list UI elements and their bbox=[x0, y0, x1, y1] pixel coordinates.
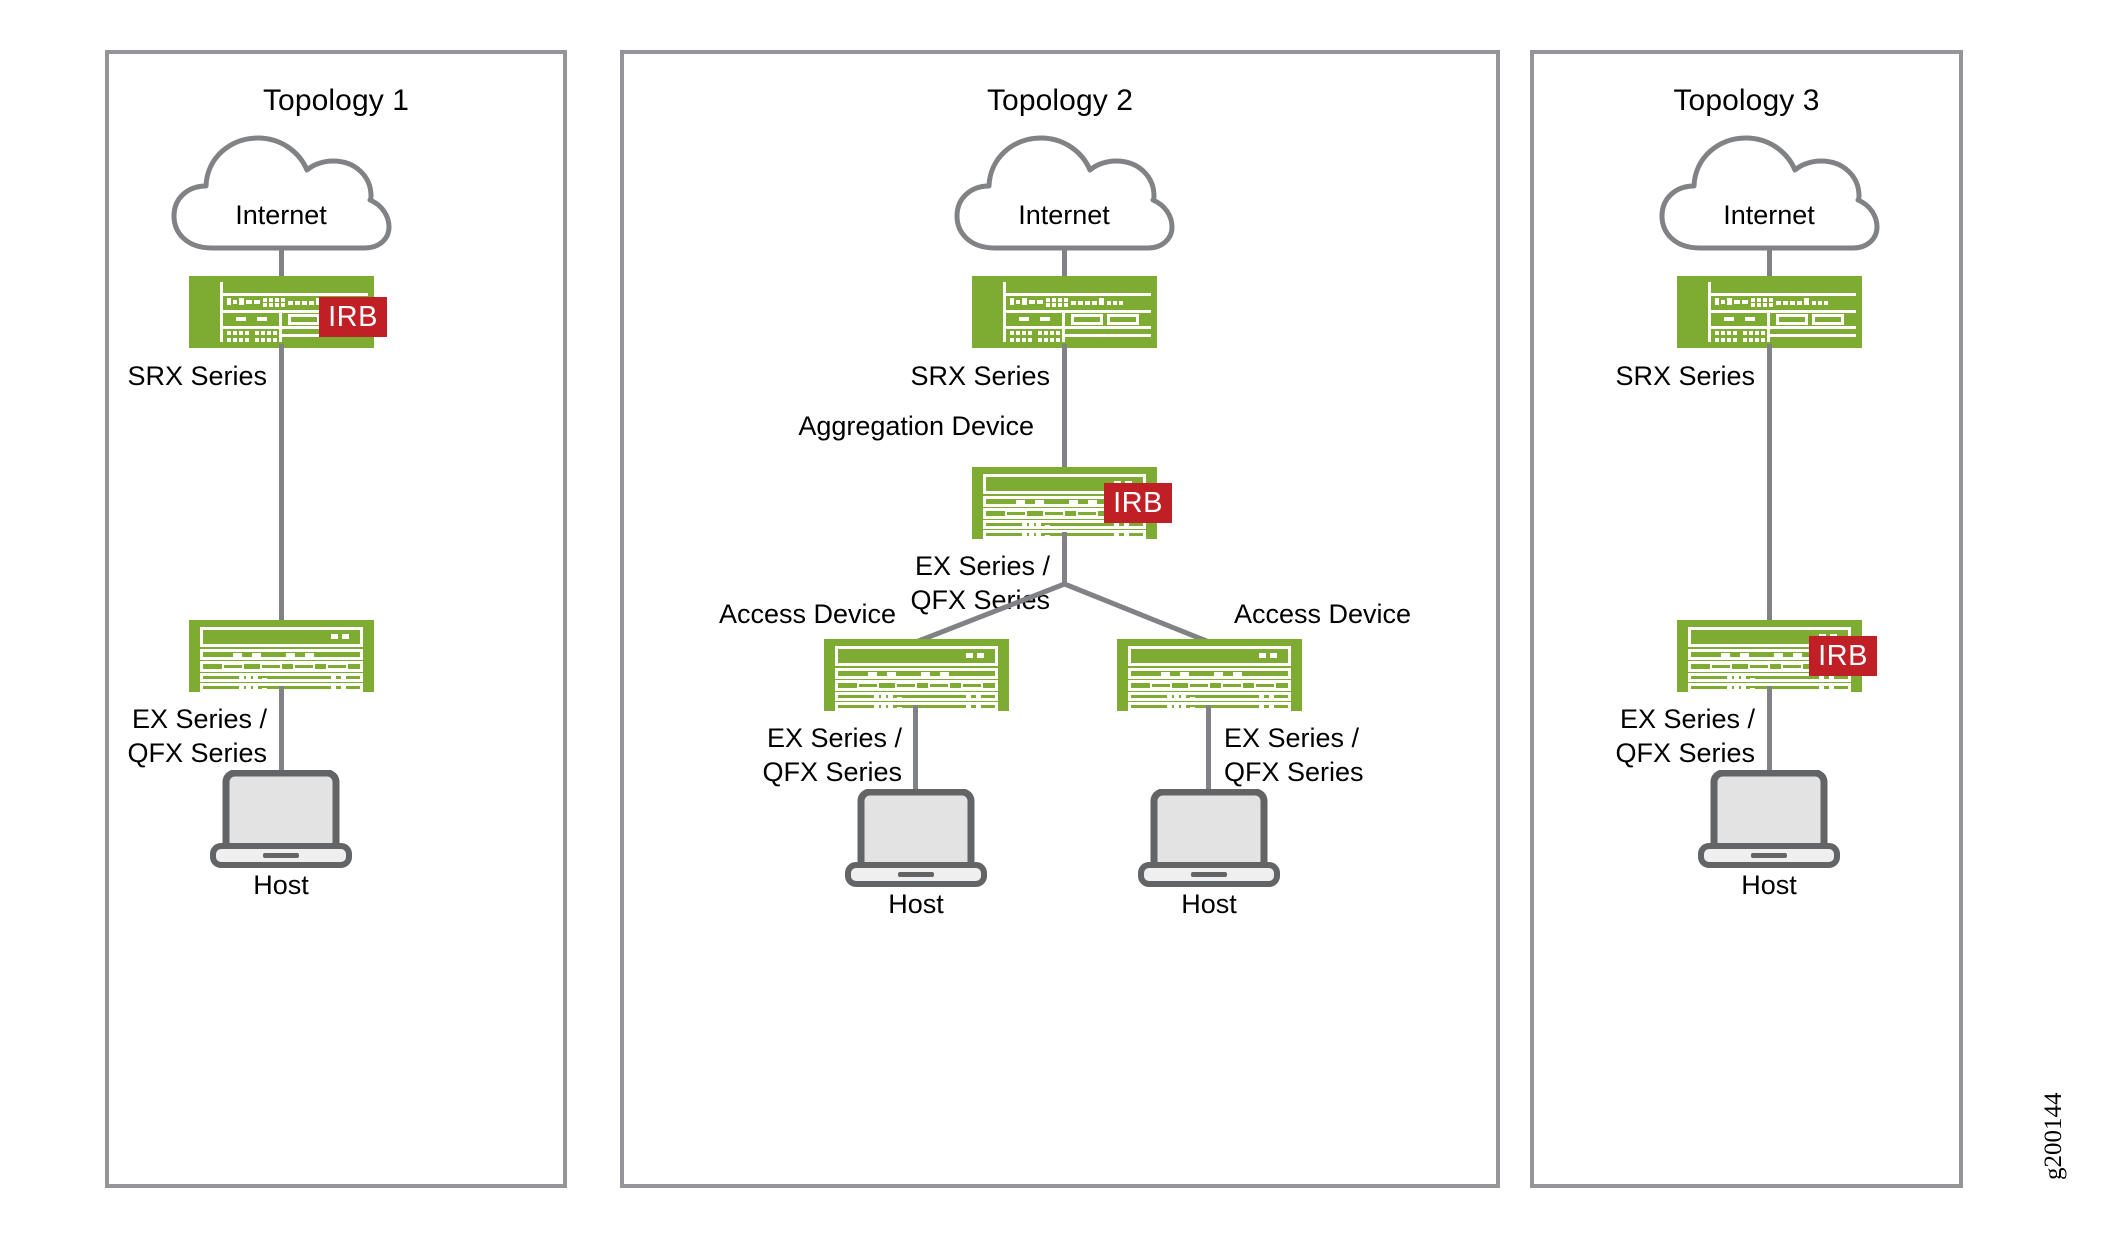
figure-id-watermark: g200144 bbox=[2040, 1092, 2067, 1181]
laptop-icon bbox=[1698, 769, 1840, 868]
firewall-chassis-t2 bbox=[972, 276, 1157, 348]
label-t2-acc-r: EX Series / QFX Series bbox=[1224, 723, 1364, 787]
panel-topology-2: Topology 2 Internet SRX Series Aggregati… bbox=[620, 50, 1500, 1188]
firewall-chassis-t3 bbox=[1677, 276, 1862, 348]
link-switch-to-host-t3 bbox=[1767, 686, 1772, 778]
switch-chassis-t2-acc-l bbox=[824, 639, 1009, 711]
label-t2-host-l: Host bbox=[888, 889, 944, 919]
label-t3-srx: SRX Series bbox=[1615, 361, 1755, 391]
panel-topology-1: Topology 1 Internet IRB SRX Series EX Se… bbox=[105, 50, 567, 1188]
internet-cloud-t3: Internet bbox=[1654, 122, 1884, 254]
switch-chassis-t1 bbox=[189, 620, 374, 692]
laptop-icon bbox=[1138, 788, 1280, 887]
label-t1-srx: SRX Series bbox=[127, 361, 267, 391]
link-acc-l-to-host-t2 bbox=[913, 705, 918, 797]
node-t2-acc-r[interactable] bbox=[1117, 639, 1302, 711]
label-t1-switch: EX Series / QFX Series bbox=[127, 704, 267, 768]
label-t3-host: Host bbox=[1741, 870, 1797, 900]
panel-title-topology-3: Topology 3 bbox=[1673, 84, 1820, 117]
node-t2-agg[interactable]: IRB bbox=[972, 467, 1172, 539]
role-label-t2-agg: Aggregation Device bbox=[798, 411, 1034, 441]
link-srx-to-switch-t1 bbox=[279, 344, 284, 656]
label-t1-host: Host bbox=[253, 870, 309, 900]
cloud-icon bbox=[171, 135, 392, 251]
panel-title-topology-2: Topology 2 bbox=[986, 84, 1134, 117]
node-t2-host-l[interactable] bbox=[845, 788, 987, 887]
internet-cloud-t1: Internet bbox=[166, 122, 396, 254]
irb-badge-t2: IRB bbox=[1104, 483, 1172, 523]
node-t1-host[interactable] bbox=[210, 769, 352, 868]
label-t2-agg: EX Series / QFX Series bbox=[910, 551, 1050, 615]
link-srx-to-agg-t2 bbox=[1062, 344, 1067, 474]
panel-topology-3: Topology 3 Internet SRX Series IRB EX Se… bbox=[1530, 50, 1963, 1188]
role-label-t2-acc-r: Access Device bbox=[1234, 599, 1412, 629]
label-t3-switch: EX Series / QFX Series bbox=[1615, 704, 1755, 768]
node-t1-switch[interactable] bbox=[189, 620, 374, 692]
label-t2-host-r: Host bbox=[1181, 889, 1237, 919]
cloud-icon bbox=[1659, 135, 1880, 251]
node-t3-switch[interactable]: IRB bbox=[1677, 620, 1877, 692]
link-switch-to-host-t1 bbox=[279, 686, 284, 778]
node-t2-srx[interactable] bbox=[972, 276, 1157, 348]
node-t2-host-r[interactable] bbox=[1138, 788, 1280, 887]
internet-cloud-t2: Internet bbox=[949, 122, 1179, 254]
cloud-icon bbox=[954, 135, 1175, 251]
irb-badge-t1: IRB bbox=[319, 297, 387, 337]
label-t2-acc-l: EX Series / QFX Series bbox=[762, 723, 902, 787]
link-acc-r-to-host-t2 bbox=[1206, 705, 1211, 797]
node-t1-srx[interactable]: IRB bbox=[189, 276, 387, 348]
node-t3-srx[interactable] bbox=[1677, 276, 1862, 348]
link-srx-to-switch-t3 bbox=[1767, 344, 1772, 656]
role-label-t2-acc-l: Access Device bbox=[718, 599, 896, 629]
node-t3-host[interactable] bbox=[1698, 769, 1840, 868]
node-t2-acc-l[interactable] bbox=[824, 639, 1009, 711]
switch-chassis-t2-acc-r bbox=[1117, 639, 1302, 711]
panel-title-topology-1: Topology 1 bbox=[262, 84, 410, 117]
irb-badge-t3: IRB bbox=[1809, 636, 1877, 676]
label-t2-srx: SRX Series bbox=[910, 361, 1050, 391]
switch-chassis-t3 bbox=[1677, 620, 1862, 692]
laptop-icon bbox=[210, 769, 352, 868]
laptop-icon bbox=[845, 788, 987, 887]
